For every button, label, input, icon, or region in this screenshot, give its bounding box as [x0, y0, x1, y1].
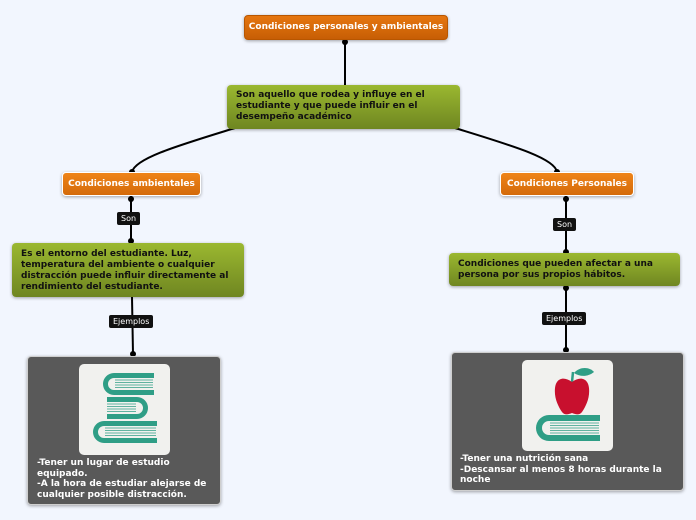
connector-dot — [128, 196, 134, 202]
description-personales[interactable]: Condiciones que pueden afectar a una per… — [449, 253, 680, 286]
root-topic[interactable]: Condiciones personales y ambientales — [244, 15, 448, 40]
connector-dot — [563, 196, 569, 202]
relation-label-son: Son — [553, 218, 577, 231]
apple-on-book-icon — [536, 368, 600, 441]
connector-dot — [563, 347, 569, 353]
relation-label-ejemplos: Ejemplos — [109, 315, 154, 328]
examples-personales[interactable]: -Tener una nutrición sana -Descansar al … — [451, 352, 684, 491]
description-ambientales[interactable]: Es el entorno del estudiante. Luz, tempe… — [12, 243, 244, 297]
connector-dot — [130, 351, 136, 357]
connector-definition-personales — [454, 127, 558, 173]
example-item: -Tener un lugar de estudio equipado. — [37, 458, 170, 479]
examples-text: -Tener un lugar de estudio equipado. -A … — [37, 458, 217, 500]
topic-label: Condiciones Personales — [506, 178, 628, 189]
stacked-books-icon — [93, 373, 157, 443]
description-text: Es el entorno del estudiante. Luz, tempe… — [21, 249, 229, 292]
root-topic-label: Condiciones personales y ambientales — [248, 22, 444, 32]
connector-dot — [128, 238, 134, 244]
example-image — [522, 360, 613, 451]
connector-definition-ambientales — [131, 127, 236, 173]
connector-dot — [342, 39, 348, 45]
relation-label-ejemplos: Ejemplos — [542, 312, 587, 325]
definition-note[interactable]: Son aquello que rodea y influye en el es… — [227, 85, 460, 129]
connector-dot — [563, 249, 569, 255]
topic-condiciones-personales[interactable]: Condiciones Personales — [500, 172, 634, 196]
examples-text: -Tener una nutrición sana -Descansar al … — [460, 454, 680, 486]
example-item: -Tener una nutrición sana — [460, 454, 589, 464]
definition-text: Son aquello que rodea y influye en el es… — [236, 90, 425, 122]
connector-dot — [563, 285, 569, 291]
example-item: -Descansar al menos 8 horas durante la n… — [460, 464, 662, 486]
relation-label-son: Son — [117, 212, 141, 225]
example-image — [79, 364, 170, 455]
description-text: Condiciones que pueden afectar a una per… — [458, 259, 653, 280]
topic-condiciones-ambientales[interactable]: Condiciones ambientales — [62, 172, 201, 196]
topic-label: Condiciones ambientales — [68, 178, 195, 189]
examples-ambientales[interactable]: -Tener un lugar de estudio equipado. -A … — [27, 356, 221, 505]
example-item: -A la hora de estudiar alejarse de cualq… — [37, 479, 207, 500]
